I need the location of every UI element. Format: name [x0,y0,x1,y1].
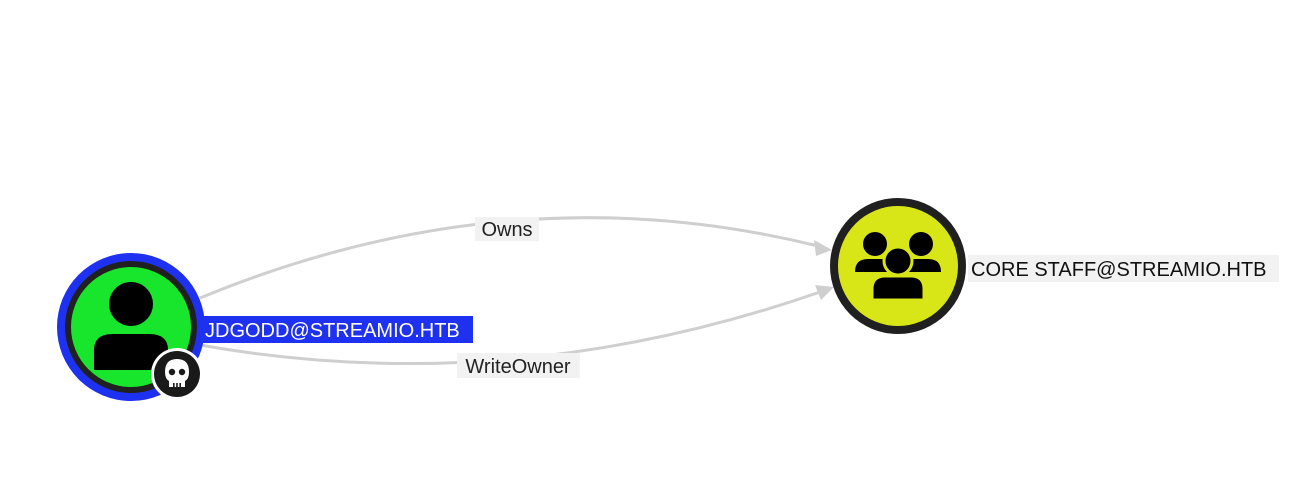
edge-owns-label[interactable]: Owns [481,219,532,241]
node-user-label-bg [201,316,473,343]
edge-writeowner[interactable]: WriteOwner [199,285,834,378]
skull-icon [165,359,189,387]
node-group-label-bg [968,255,1279,282]
node-user-label[interactable]: JDGODD@STREAMIO.HTB [205,320,460,342]
skull-badge [151,348,203,400]
user-icon [94,282,168,370]
edge-owns-arrowhead [814,240,832,256]
node-group-core-staff[interactable]: CORE STAFF@STREAMIO.HTB [830,198,1279,334]
edge-writeowner-label[interactable]: WriteOwner [465,356,571,378]
group-icon [855,232,941,302]
edge-writeowner-label-bg [457,353,580,378]
edge-writeowner-arrowhead [815,285,834,300]
node-user-jdgodd[interactable]: JDGODD@STREAMIO.HTB [57,253,473,401]
edge-owns[interactable]: Owns [199,216,832,300]
node-group-label[interactable]: CORE STAFF@STREAMIO.HTB [971,259,1267,281]
edge-owns-label-bg [475,217,539,241]
